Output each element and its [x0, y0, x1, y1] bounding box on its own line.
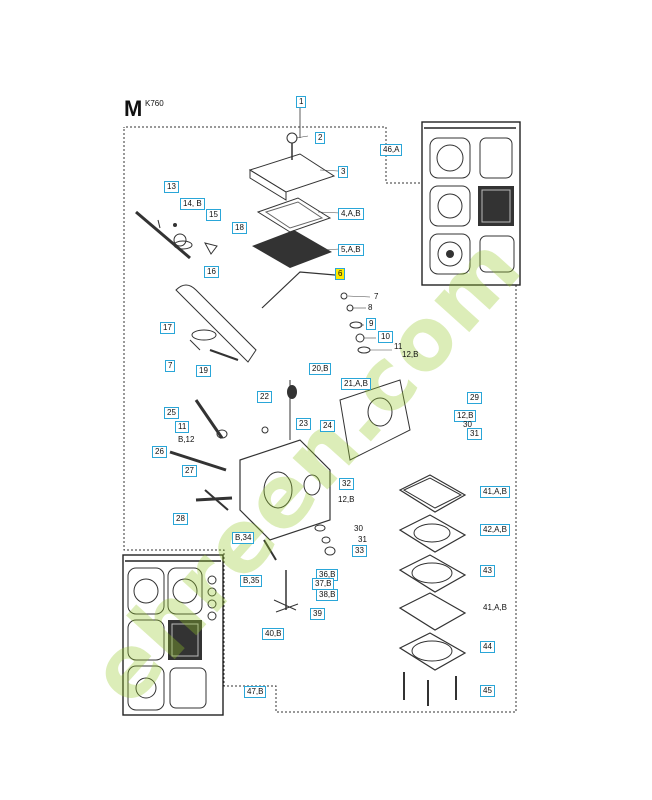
callout-21[interactable]: 21,A,B: [341, 378, 372, 390]
callout-7-left[interactable]: 7: [165, 360, 176, 372]
linkage-rod: [261, 271, 336, 309]
callout-25[interactable]: 25: [164, 407, 179, 419]
callout-b12[interactable]: B,12: [178, 435, 195, 444]
callout-24[interactable]: 24: [320, 420, 335, 432]
callout-17[interactable]: 17: [160, 322, 175, 334]
carb-cover-parts: [248, 106, 336, 268]
callout-41-lower[interactable]: 41,A,B: [483, 603, 508, 612]
kit-box-46: [421, 121, 521, 286]
callout-30-right[interactable]: 30: [463, 420, 472, 429]
callout-b35[interactable]: B,35: [240, 575, 263, 587]
callout-26[interactable]: 26: [152, 446, 167, 458]
callout-39[interactable]: 39: [310, 608, 325, 620]
callout-19[interactable]: 19: [196, 365, 211, 377]
section-letter: M: [124, 96, 143, 121]
callout-30-lower[interactable]: 30: [354, 524, 363, 533]
callout-31-right[interactable]: 31: [467, 428, 482, 440]
callout-22[interactable]: 22: [257, 391, 272, 403]
callout-27[interactable]: 27: [182, 465, 197, 477]
callout-23[interactable]: 23: [296, 418, 311, 430]
callout-44[interactable]: 44: [480, 641, 495, 653]
callout-12b-lower[interactable]: 12,B: [338, 495, 355, 504]
model-label: K760: [145, 99, 164, 108]
callout-20[interactable]: 20,B: [309, 363, 332, 375]
callout-10[interactable]: 10: [378, 331, 393, 343]
callout-33[interactable]: 33: [352, 545, 367, 557]
callout-12b-right[interactable]: 12,B: [402, 350, 419, 359]
callout-32[interactable]: 32: [339, 478, 354, 490]
lower-small-parts: [263, 524, 336, 613]
callout-43[interactable]: 43: [480, 565, 495, 577]
needle-parts: [169, 399, 233, 511]
callout-46[interactable]: 46,A: [380, 144, 403, 156]
callout-11-left[interactable]: 11: [175, 421, 190, 433]
assembly-outline: [123, 126, 517, 713]
callout-31-lower[interactable]: 31: [358, 535, 367, 544]
callout-29[interactable]: 29: [467, 392, 482, 404]
callout-15[interactable]: 15: [206, 209, 221, 221]
callout-5[interactable]: 5,A,B: [338, 244, 364, 256]
callout-40[interactable]: 40,B: [262, 628, 285, 640]
callout-6[interactable]: 6: [335, 268, 346, 280]
carburettor-body: [239, 379, 411, 541]
callout-2[interactable]: 2: [315, 132, 326, 144]
callout-8[interactable]: 8: [368, 303, 373, 312]
callout-28[interactable]: 28: [173, 513, 188, 525]
callout-7[interactable]: 7: [374, 292, 379, 301]
callout-11-right[interactable]: 11: [394, 342, 403, 351]
callout-9[interactable]: 9: [366, 318, 377, 330]
kit-box-47: [122, 554, 224, 716]
callout-13[interactable]: 13: [164, 181, 179, 193]
callout-14[interactable]: 14, B: [180, 198, 205, 210]
gasket-stack: [398, 474, 467, 706]
callout-45[interactable]: 45: [480, 685, 495, 697]
callout-12b-mid[interactable]: 12,B: [454, 410, 477, 422]
throttle-lever-parts: [135, 210, 257, 363]
callout-b34[interactable]: B,34: [232, 532, 255, 544]
callout-18[interactable]: 18: [232, 222, 247, 234]
callout-4[interactable]: 4,A,B: [338, 208, 364, 220]
callout-16[interactable]: 16: [204, 266, 219, 278]
callout-47[interactable]: 47,B: [244, 686, 267, 698]
callout-38[interactable]: 38,B: [316, 589, 339, 601]
callout-42[interactable]: 42,A,B: [480, 524, 511, 536]
callout-1[interactable]: 1: [296, 96, 307, 108]
leader-lines: [295, 135, 392, 351]
callout-3[interactable]: 3: [338, 166, 349, 178]
callout-41-top[interactable]: 41,A,B: [480, 486, 511, 498]
